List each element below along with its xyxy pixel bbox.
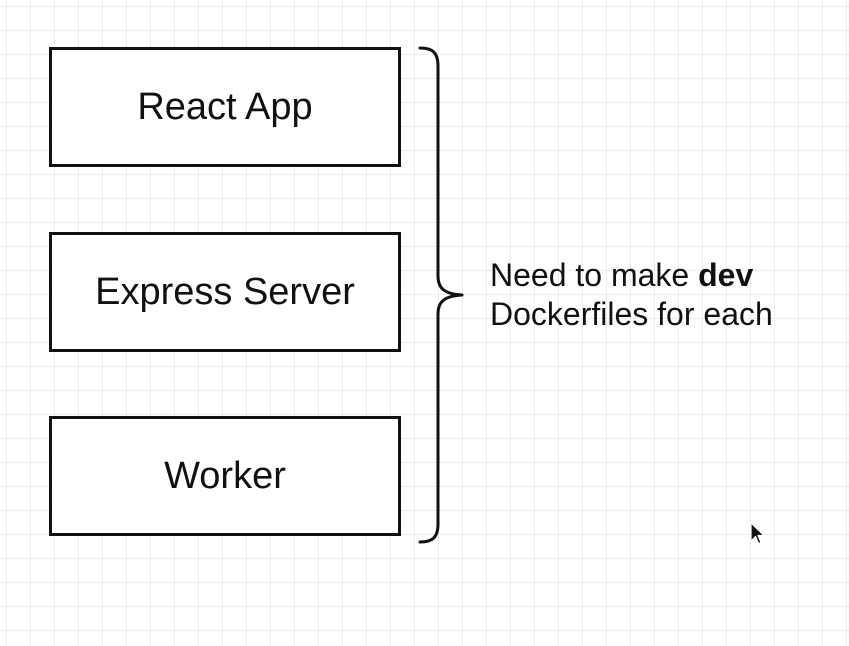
react-app-label: React App <box>137 85 313 128</box>
worker-box: Worker <box>49 416 401 536</box>
note-text: Need to make dev Dockerfiles for each <box>490 256 773 334</box>
mouse-cursor-icon <box>750 522 765 545</box>
express-server-box: Express Server <box>49 232 401 352</box>
note-line-1-prefix: Need to make <box>490 257 690 293</box>
react-app-box: React App <box>49 47 401 167</box>
note-line-2: Dockerfiles for each <box>490 296 773 332</box>
worker-label: Worker <box>164 454 286 497</box>
express-server-label: Express Server <box>95 270 355 313</box>
note-line-1-bold: dev <box>698 257 754 293</box>
curly-brace <box>418 46 464 544</box>
note-line-1: Need to make dev <box>490 256 773 295</box>
